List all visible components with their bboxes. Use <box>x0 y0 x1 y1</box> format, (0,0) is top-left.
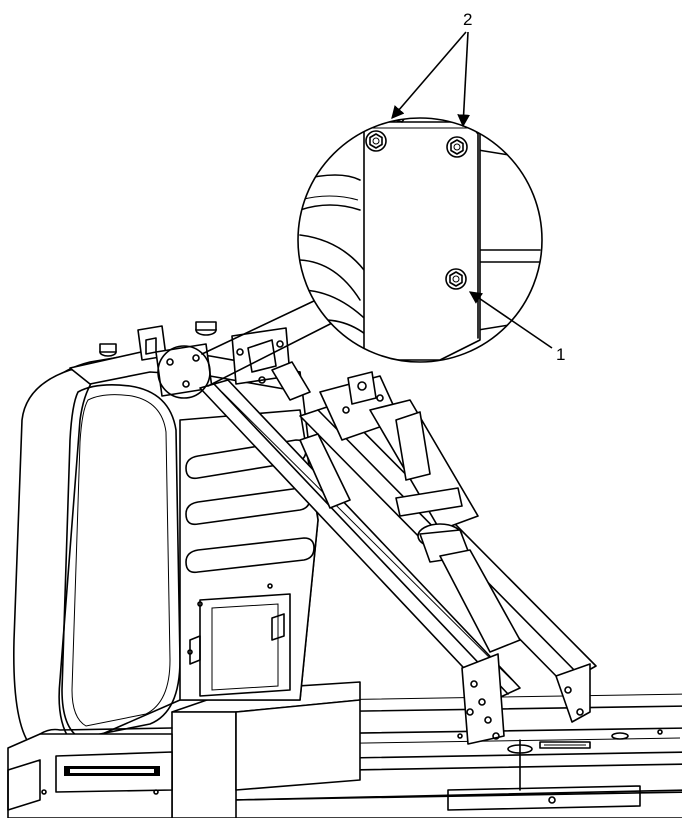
zoom-connector <box>157 299 339 399</box>
callout-1: 1 <box>468 291 565 364</box>
zoom-source-circle <box>157 345 211 399</box>
detail-circle-border <box>297 117 543 363</box>
lower-mounting-bolt <box>445 268 467 290</box>
upper-left-bolt <box>365 130 387 152</box>
callout-2: 2 <box>391 10 472 128</box>
upper-right-bolt <box>446 136 468 158</box>
arm-assembly <box>155 327 597 745</box>
callout-label-1: 1 <box>556 345 565 364</box>
callout-label-2: 2 <box>463 10 472 29</box>
detail-view <box>297 117 543 363</box>
